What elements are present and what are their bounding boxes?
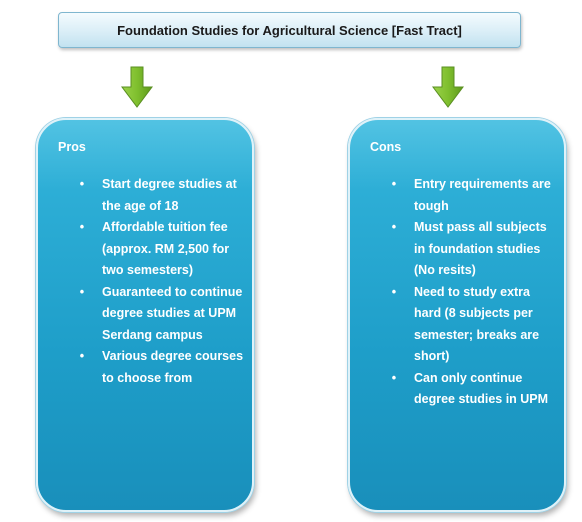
list-item: • Entry requirements are tough — [392, 174, 558, 217]
bullet-icon: • — [391, 370, 397, 385]
cons-panel: Cons • Entry requirements are tough • Must… — [348, 118, 566, 512]
cons-item-text: Need to study extra hard (8 subjects per… — [414, 284, 540, 364]
title-box: Foundation Studies for Agricultural Scie… — [58, 12, 521, 48]
list-item: • Must pass all subjects in foundation st… — [392, 217, 558, 282]
cons-item-text: Entry requirements are tough — [414, 177, 551, 213]
pros-item-text: Start degree studies at the age of 18 — [102, 177, 237, 213]
bullet-icon: • — [391, 284, 397, 299]
pros-list: • Start degree studies at the age of 18 •… — [76, 174, 246, 389]
list-item: • Can only continue degree studies in UPM — [392, 368, 558, 411]
list-item: • Need to study extra hard (8 subjects pe… — [392, 282, 558, 368]
list-item: • Affordable tuition fee (approx. RM 2,50… — [80, 217, 246, 282]
diagram-title: Foundation Studies for Agricultural Scie… — [117, 22, 462, 38]
pros-item-text: Guaranteed to continue degree studies at… — [102, 284, 243, 342]
list-item: • Start degree studies at the age of 18 — [80, 174, 246, 217]
list-item: • Guaranteed to continue degree studies a… — [80, 282, 246, 347]
bullet-icon: • — [79, 177, 85, 191]
bullet-icon: • — [391, 220, 397, 234]
cons-heading: Cons — [370, 140, 402, 154]
cons-item-text: Can only continue degree studies in UPM — [414, 370, 549, 407]
pros-heading: Pros — [58, 140, 86, 154]
cons-list: • Entry requirements are tough • Must pass… — [388, 174, 558, 411]
bullet-icon: • — [79, 220, 85, 234]
pros-item-text: Various degree courses to choose from — [102, 349, 244, 385]
pros-panel: Pros • Start degree studies at the age of… — [36, 118, 254, 512]
bullet-icon: • — [391, 177, 397, 191]
pros-item-text: Affordable tuition fee (approx. RM 2,500… — [102, 220, 230, 277]
down-arrow-icon-left — [121, 66, 153, 108]
down-arrow-icon-right — [432, 66, 464, 108]
bullet-icon: • — [79, 284, 85, 299]
bullet-icon: • — [79, 349, 85, 363]
list-item: • Various degree courses to choose from — [80, 346, 246, 389]
cons-item-text: Must pass all subjects in foundation stu… — [414, 220, 547, 277]
